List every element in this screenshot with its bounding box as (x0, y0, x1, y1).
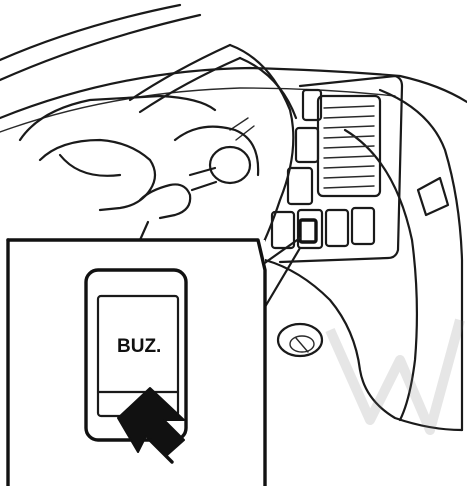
ignition-key-icon (278, 324, 322, 356)
watermark (330, 320, 460, 430)
center-panel (272, 76, 402, 262)
hand-icon (40, 140, 250, 250)
buzzer-switch-label: BUZ. (117, 336, 161, 357)
